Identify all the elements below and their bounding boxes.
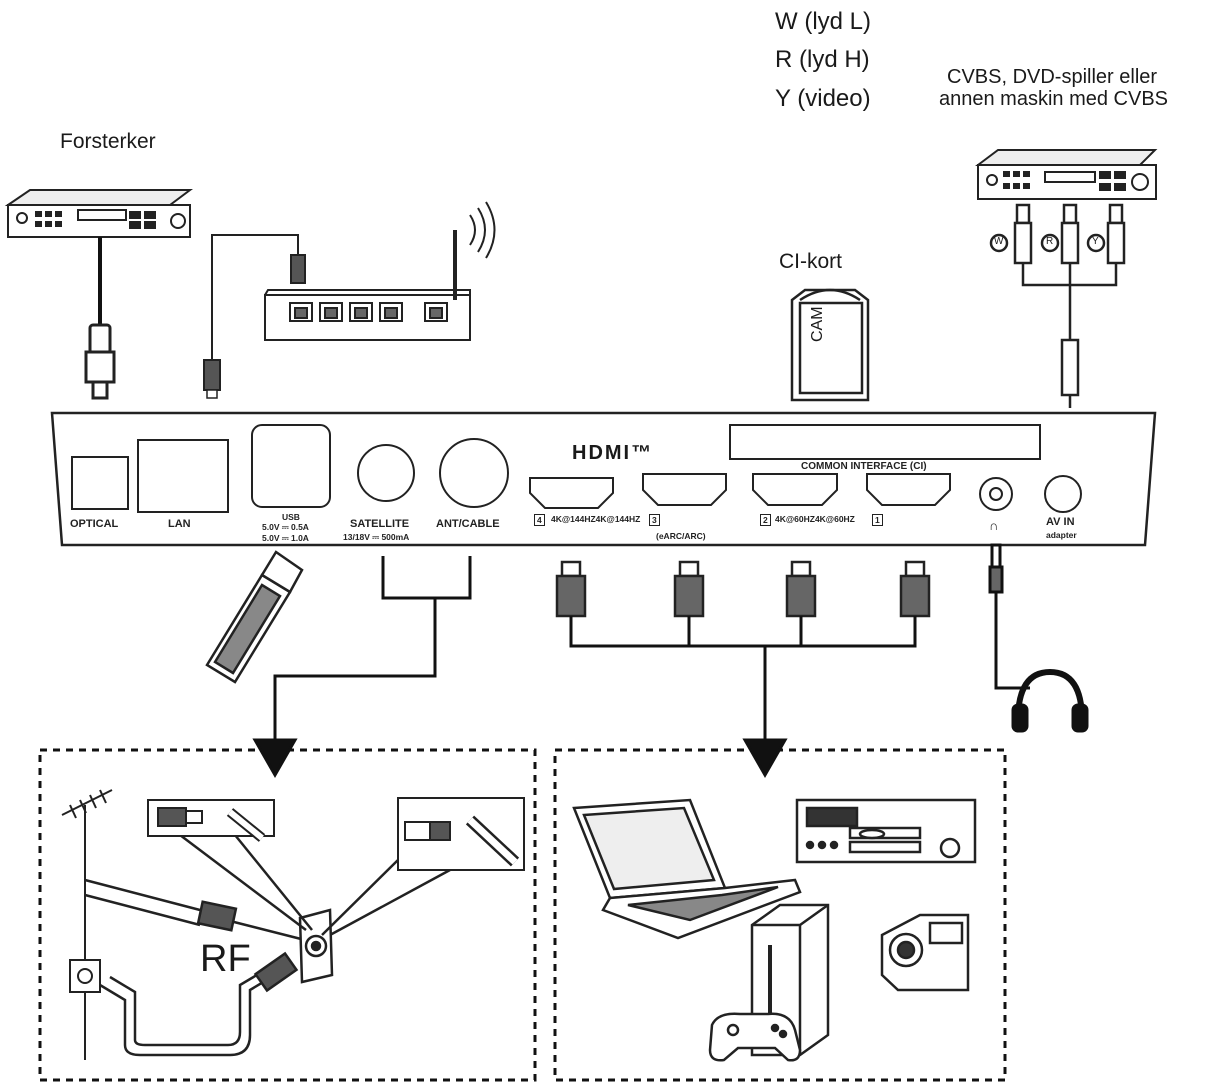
usb-spec-2: 5.0V ⎓ 1.0A: [262, 533, 309, 543]
ci-card: [790, 288, 870, 402]
dvd-recorder-icon: [795, 798, 977, 864]
hdmi2-spec: 4K@60HZ4K@60HZ: [775, 514, 855, 524]
antenna-icon: [61, 789, 113, 1060]
amplifier-device: [4, 189, 193, 238]
audio-left-label: W (lyd L): [775, 8, 871, 35]
dvd-player-device: [975, 149, 1158, 200]
headphone-symbol: ∩: [989, 518, 999, 533]
wall-socket-icon: [69, 959, 101, 993]
hdmi-ports: [529, 473, 951, 509]
cvbs-label-line2: annen maskin med CVBS: [939, 88, 1169, 110]
rf-wall-outlet: [179, 834, 451, 984]
rca-r-label: R: [1046, 236, 1054, 247]
antenna-port-label: ANT/CABLE: [436, 518, 500, 530]
audio-right-label: R (lyd H): [775, 46, 870, 73]
earc-label: (eARC/ARC): [656, 531, 706, 541]
av-in-label: AV IN: [1046, 516, 1075, 528]
hdmi2-number: 2: [760, 514, 771, 526]
hdmi4-spec: 4K@144HZ4K@144HZ: [551, 514, 641, 524]
av-in-port: [1044, 475, 1082, 513]
lan-port: [137, 439, 229, 513]
usb-spec-1: 5.0V ⎓ 0.5A: [262, 522, 309, 532]
rca-cables: [989, 203, 1126, 408]
headphones: [988, 543, 1089, 733]
video-label: Y (video): [775, 85, 871, 112]
rf-label: RF: [200, 938, 251, 980]
f-connector-inset: [147, 799, 275, 842]
ci-slot: [729, 424, 1041, 460]
satellite-spec: 13/18V ⎓ 500mA: [343, 532, 410, 542]
hdmi4-number: 4: [534, 514, 545, 526]
lan-port-label: LAN: [168, 518, 191, 530]
laptop-icon: [572, 798, 802, 940]
ci-label: COMMON INTERFACE (CI): [801, 461, 927, 472]
cvbs-label-line1: CVBS, DVD-spiller eller: [947, 66, 1158, 88]
router-device: [264, 201, 496, 341]
gamepad-icon: [708, 1012, 802, 1062]
satellite-port: [357, 444, 415, 502]
hdmi1-number: 1: [872, 514, 883, 526]
optical-port-label: OPTICAL: [70, 518, 119, 530]
hdmi3-number: 3: [649, 514, 660, 526]
iec-connector-inset: [397, 797, 525, 871]
usb-port: [251, 424, 331, 508]
hdmi-cables: [555, 560, 931, 618]
optical-port: [71, 456, 129, 510]
optical-cable: [84, 237, 116, 400]
rf-devices-box: [38, 748, 537, 1082]
cam-label: CAM: [809, 306, 826, 342]
usb-stick: [205, 550, 304, 684]
rca-y-label: Y: [1092, 236, 1099, 247]
hdmi-devices-box: [553, 748, 1007, 1082]
antenna-port: [439, 438, 509, 508]
amplifier-label: Forsterker: [60, 130, 156, 153]
rf-cables: [84, 878, 306, 1057]
satellite-port-label: SATELLITE: [350, 518, 410, 530]
rca-w-label: W: [994, 236, 1004, 247]
av-in-sub-label: adapter: [1046, 530, 1077, 540]
hdmi-logo: HDMI™: [572, 442, 654, 464]
lan-cable: [203, 234, 306, 399]
usb-port-label: USB: [282, 512, 300, 522]
headphone-port: [979, 477, 1013, 511]
ci-card-label: CI-kort: [779, 250, 842, 273]
camcorder-icon: [880, 913, 970, 992]
